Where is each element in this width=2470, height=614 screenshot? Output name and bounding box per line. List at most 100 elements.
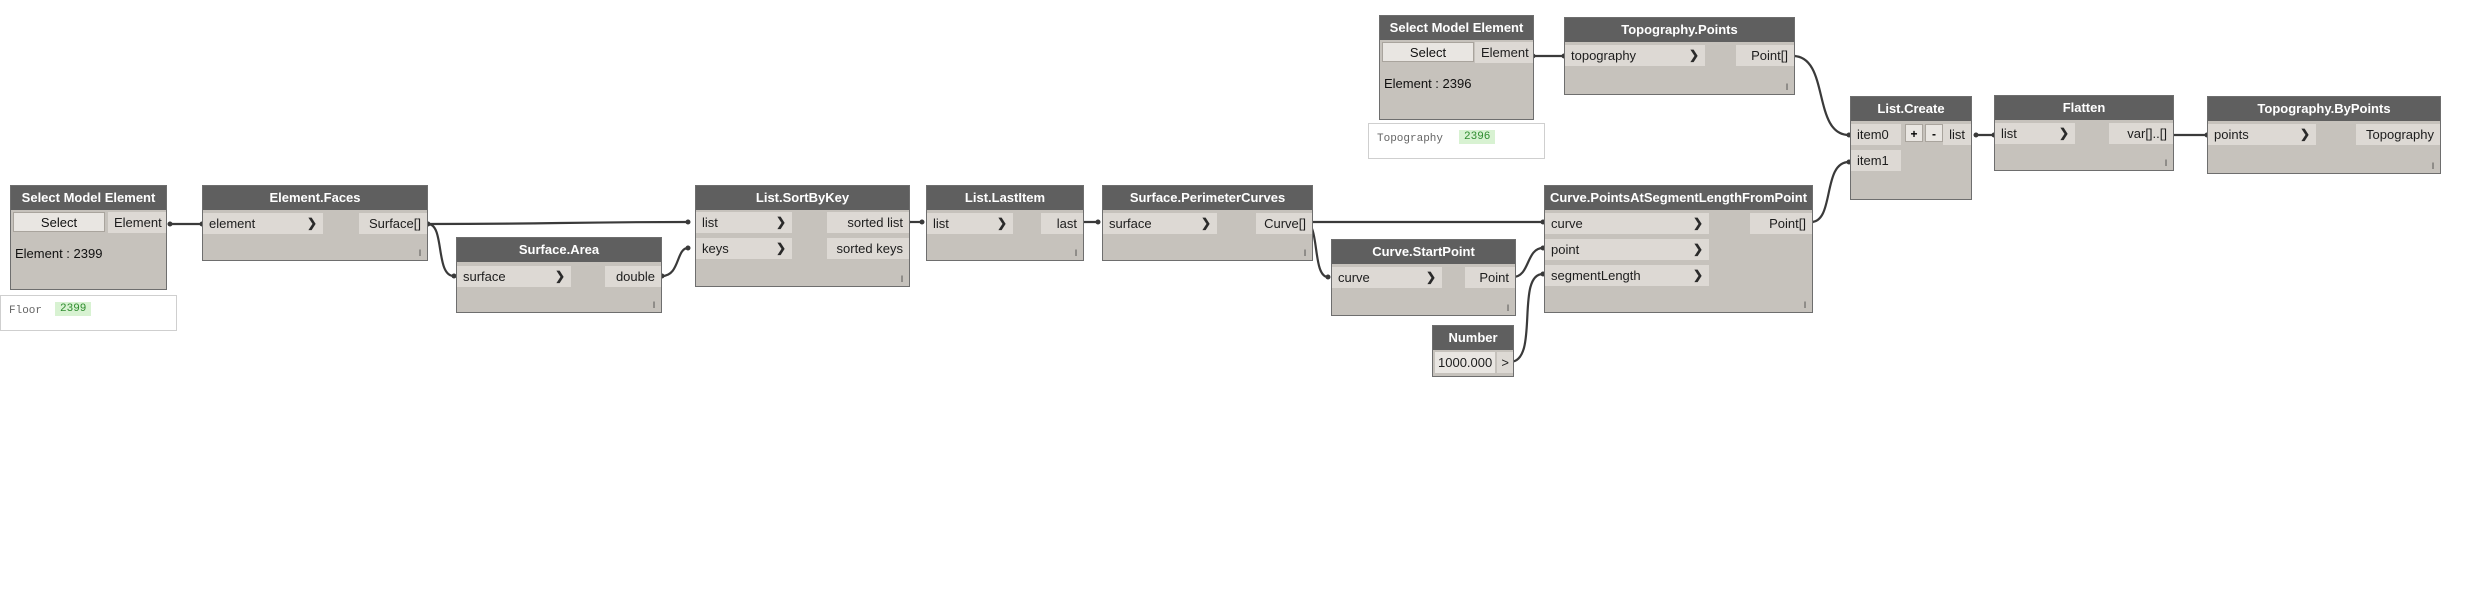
port-label: list: [2001, 126, 2017, 141]
chevron-right-icon: ❯: [775, 215, 786, 229]
node-surface-area[interactable]: Surface.Area surface ❯ double l: [456, 237, 662, 313]
input-port-segmentlength[interactable]: segmentLength ❯: [1545, 265, 1709, 286]
select-button[interactable]: Select: [13, 212, 105, 232]
output-port-var[interactable]: var[]..[]: [2109, 123, 2173, 144]
lacing-indicator[interactable]: l: [1075, 248, 1077, 258]
preview-bubble-topography: Topography 2396: [1368, 123, 1545, 159]
wire-dot: [1095, 219, 1101, 225]
input-port-list[interactable]: list ❯: [696, 212, 792, 233]
output-port-surfaces[interactable]: Surface[]: [359, 213, 427, 234]
output-port-sorted-keys[interactable]: sorted keys: [827, 238, 909, 259]
output-port-double[interactable]: double: [605, 266, 661, 287]
output-port-last[interactable]: last: [1041, 213, 1083, 234]
preview-value: 2399: [55, 302, 92, 316]
wire-dot: [1325, 274, 1331, 280]
output-port-topography[interactable]: Topography: [2356, 124, 2440, 145]
input-port-surface[interactable]: surface ❯: [1103, 213, 1217, 234]
lacing-indicator[interactable]: l: [901, 274, 903, 284]
lacing-indicator[interactable]: l: [653, 300, 655, 310]
port-label: surface: [463, 269, 506, 284]
output-port-number[interactable]: >: [1497, 352, 1513, 373]
preview-bubble-floor: Floor 2399: [0, 295, 177, 331]
wire-dot: [1973, 132, 1979, 138]
node-select-model-element-floor[interactable]: Select Model Element Select Element Elem…: [10, 185, 167, 290]
node-number[interactable]: Number 1000.000 >: [1432, 325, 1514, 377]
node-surface-perimetercurves[interactable]: Surface.PerimeterCurves surface ❯ Curve[…: [1102, 185, 1313, 261]
node-topography-bypoints[interactable]: Topography.ByPoints points ❯ Topography …: [2207, 96, 2441, 174]
select-button[interactable]: Select: [1382, 42, 1474, 62]
output-port-sorted-list[interactable]: sorted list: [827, 212, 909, 233]
node-title: Surface.PerimeterCurves: [1103, 186, 1312, 210]
input-port-topography[interactable]: topography ❯: [1565, 45, 1705, 66]
node-title: List.Create: [1851, 97, 1971, 121]
lacing-indicator[interactable]: l: [1304, 248, 1306, 258]
port-label: keys: [702, 241, 729, 256]
input-port-curve[interactable]: curve ❯: [1332, 267, 1442, 288]
port-label: point: [1551, 242, 1580, 257]
node-list-lastitem[interactable]: List.LastItem list ❯ last l: [926, 185, 1084, 261]
port-label: segmentLength: [1551, 268, 1641, 283]
input-port-points[interactable]: points ❯: [2208, 124, 2316, 145]
wire-startpoint-to-pointsatseg-point: [1512, 246, 1544, 279]
output-port-points[interactable]: Point[]: [1750, 213, 1812, 234]
output-port-point[interactable]: Point: [1465, 267, 1515, 288]
input-port-item0[interactable]: item0: [1851, 124, 1901, 145]
output-port-element[interactable]: Element: [108, 212, 166, 233]
input-port-item1[interactable]: item1: [1851, 150, 1901, 171]
node-element-faces[interactable]: Element.Faces element ❯ Surface[] l: [202, 185, 428, 261]
input-port-list[interactable]: list ❯: [1995, 123, 2075, 144]
node-title: Select Model Element: [1380, 16, 1533, 40]
chevron-right-icon: ❯: [306, 216, 317, 230]
chevron-right-icon: ❯: [1688, 48, 1699, 62]
node-title: Curve.PointsAtSegmentLengthFromPoint: [1545, 186, 1812, 210]
preview-value: 2396: [1459, 130, 1496, 144]
number-value-field[interactable]: 1000.000: [1435, 352, 1495, 373]
chevron-right-icon: ❯: [1692, 268, 1703, 282]
wire-dot: [919, 219, 925, 225]
node-title: Surface.Area: [457, 238, 661, 262]
port-label: curve: [1338, 270, 1370, 285]
wire-pointsatseg-to-listcreate-item1: [1810, 160, 1850, 224]
remove-input-button[interactable]: -: [1925, 124, 1943, 142]
node-topography-points[interactable]: Topography.Points topography ❯ Point[] l: [1564, 17, 1795, 95]
input-port-point[interactable]: point ❯: [1545, 239, 1709, 260]
node-curve-startpoint[interactable]: Curve.StartPoint curve ❯ Point l: [1331, 239, 1516, 316]
input-port-element[interactable]: element ❯: [203, 213, 323, 234]
lacing-indicator[interactable]: l: [419, 248, 421, 258]
node-title: List.LastItem: [927, 186, 1083, 210]
lacing-indicator[interactable]: l: [2432, 161, 2434, 171]
port-label: list: [933, 216, 949, 231]
node-title: Number: [1433, 326, 1513, 350]
element-id-label: Element : 2399: [15, 246, 103, 261]
wire-area-to-sortbykey-keys: [661, 246, 689, 278]
node-curve-pointsatsegmentlengthfrompoint[interactable]: Curve.PointsAtSegmentLengthFromPoint cur…: [1544, 185, 1813, 313]
chevron-right-icon: ❯: [1425, 270, 1436, 284]
lacing-indicator[interactable]: l: [1786, 82, 1788, 92]
node-title: Curve.StartPoint: [1332, 240, 1515, 264]
node-title: Select Model Element: [11, 186, 166, 210]
chevron-right-icon: ❯: [1692, 216, 1703, 230]
input-port-curve[interactable]: curve ❯: [1545, 213, 1709, 234]
add-input-button[interactable]: +: [1905, 124, 1923, 142]
node-list-sortbykey[interactable]: List.SortByKey list ❯ keys ❯ sorted list…: [695, 185, 910, 287]
wire-faces-to-area: [427, 222, 455, 278]
output-port-element[interactable]: Element: [1475, 42, 1533, 63]
node-flatten[interactable]: Flatten list ❯ var[]..[] l: [1994, 95, 2174, 171]
output-port-points[interactable]: Point[]: [1736, 45, 1794, 66]
chevron-right-icon: ❯: [554, 269, 565, 283]
lacing-indicator[interactable]: l: [1507, 303, 1509, 313]
lacing-indicator[interactable]: l: [1804, 300, 1806, 310]
input-port-surface[interactable]: surface ❯: [457, 266, 571, 287]
lacing-indicator[interactable]: l: [2165, 158, 2167, 168]
output-port-curves[interactable]: Curve[]: [1256, 213, 1312, 234]
preview-type: Floor: [9, 305, 43, 317]
port-label: element: [209, 216, 256, 231]
output-port-list[interactable]: list: [1943, 124, 1971, 145]
input-port-list[interactable]: list ❯: [927, 213, 1013, 234]
node-select-model-element-topography[interactable]: Select Model Element Select Element Elem…: [1379, 15, 1534, 120]
node-list-create[interactable]: List.Create item0 + - item1 list: [1850, 96, 1972, 200]
input-port-keys[interactable]: keys ❯: [696, 238, 792, 259]
wire-dot: [685, 219, 691, 225]
